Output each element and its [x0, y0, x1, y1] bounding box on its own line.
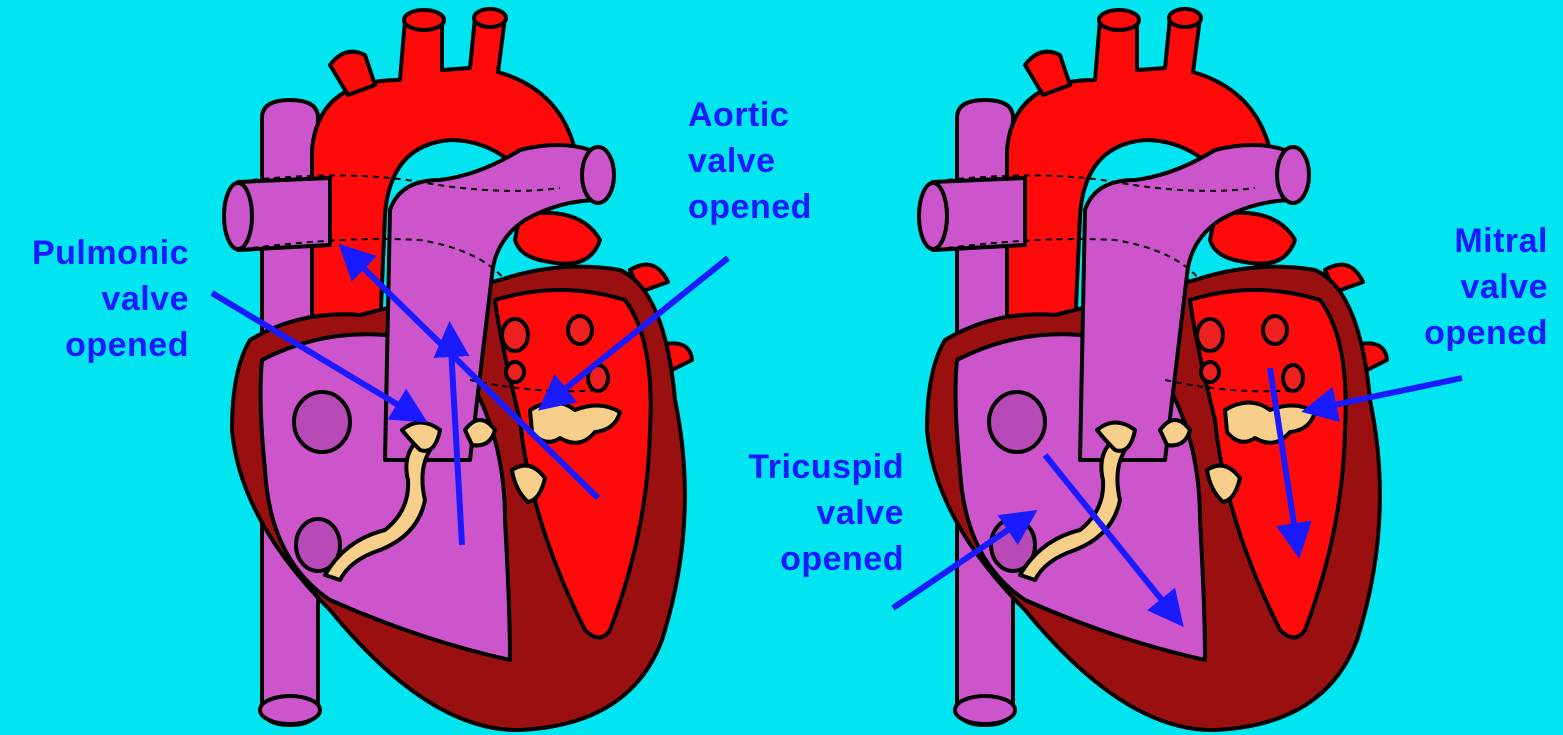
right-heart-drawing: [919, 9, 1387, 730]
left-heart-drawing: [224, 9, 692, 730]
left-heart: [212, 9, 728, 730]
right-heart: [893, 9, 1462, 730]
pulmonic-valve-label: Pulmonic valve opened: [14, 230, 189, 368]
mitral-valve-label: Mitral valve opened: [1398, 218, 1548, 356]
tricuspid-valve-label: Tricuspid valve opened: [726, 444, 904, 582]
aortic-valve-label: Aortic valve opened: [688, 92, 838, 230]
